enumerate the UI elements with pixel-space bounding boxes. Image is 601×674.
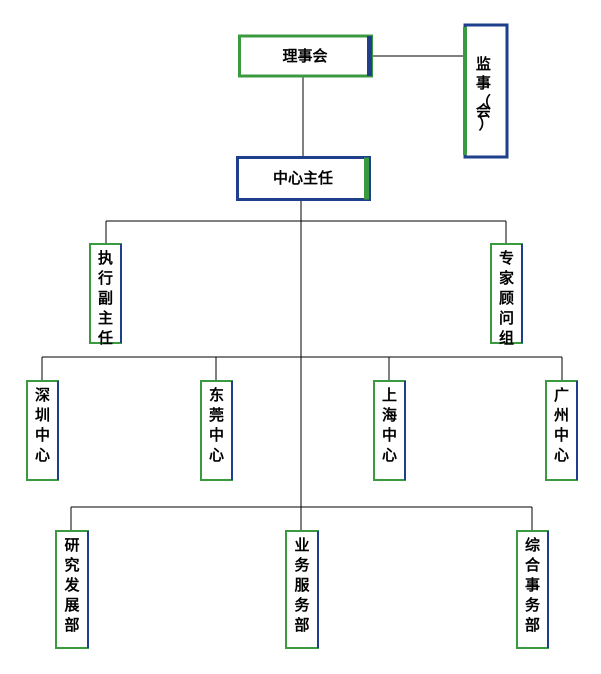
general-affairs-dept-char-2: 合 xyxy=(524,556,541,574)
supervisors-char-1: 监 xyxy=(476,55,491,73)
guangzhou-center-char-4: 心 xyxy=(554,446,569,464)
shanghai-center-char-1: 上 xyxy=(382,386,397,404)
rnd-dept-char-4: 展 xyxy=(64,596,79,614)
director-label: 中心主任 xyxy=(273,169,333,187)
connectors xyxy=(41,55,563,531)
shanghai-center-char-2: 海 xyxy=(382,406,397,424)
board-label: 理事会 xyxy=(282,47,327,65)
general-affairs-dept-char-3: 事 xyxy=(525,576,540,594)
business-dept-char-3: 服 xyxy=(294,576,310,594)
guangzhou-center-char-1: 广 xyxy=(554,386,569,404)
guangzhou-center-char-3: 中 xyxy=(554,426,569,444)
business-dept-char-2: 务 xyxy=(294,556,310,574)
supervisors-char-2: 事 xyxy=(476,74,491,92)
rnd-dept-char-1: 研 xyxy=(64,536,79,554)
rnd-dept-char-3: 发 xyxy=(63,576,80,594)
exec-deputy-char-5: 任 xyxy=(97,329,113,347)
shenzhen-center-char-3: 中 xyxy=(35,426,50,444)
business-dept-char-4: 务 xyxy=(294,596,310,614)
guangzhou-center-char-2: 州 xyxy=(553,406,569,424)
general-affairs-dept-char-1: 综 xyxy=(525,536,540,554)
dongguan-center-char-2: 莞 xyxy=(209,406,224,424)
shenzhen-center-char-4: 心 xyxy=(35,446,50,464)
supervisors-char-5: ） xyxy=(478,115,493,133)
rnd-dept-char-5: 部 xyxy=(64,616,79,634)
shanghai-center-char-3: 中 xyxy=(382,426,397,444)
shenzhen-center-char-2: 圳 xyxy=(35,406,50,424)
dongguan-center-char-1: 东 xyxy=(209,386,224,404)
dongguan-center-char-4: 心 xyxy=(209,446,224,464)
expert-group-char-4: 问 xyxy=(499,309,514,327)
business-dept-char-5: 部 xyxy=(294,616,309,634)
rnd-dept-char-2: 究 xyxy=(64,556,79,574)
expert-group-char-3: 顾 xyxy=(499,289,514,307)
board-node: 理事会 xyxy=(238,34,373,78)
expert-group-char-1: 专 xyxy=(499,249,514,267)
director-node: 中心主任 xyxy=(236,156,371,201)
supervisors-char-4: 会 xyxy=(476,102,491,120)
exec-deputy-char-4: 主 xyxy=(98,309,113,327)
exec-deputy-char-1: 执 xyxy=(98,249,113,267)
supervisors-node: 监 事 （ 会 ） xyxy=(463,23,509,159)
expert-group-char-2: 家 xyxy=(499,269,514,287)
svg-text:监 事 （ 会: 监 事 （ 会 ） xyxy=(476,55,496,133)
general-affairs-dept-char-5: 部 xyxy=(525,616,540,634)
vertical-nodes: 执行副主任专家顾问组深圳中心东莞中心上海中心广州中心研究发展部业务服务部综合事务… xyxy=(26,243,578,649)
shanghai-center-char-4: 心 xyxy=(382,446,397,464)
shenzhen-center-char-1: 深 xyxy=(35,386,50,404)
expert-group-char-5: 组 xyxy=(499,329,514,347)
supervisors-char-3: （ xyxy=(476,93,491,111)
dongguan-center-char-3: 中 xyxy=(209,426,224,444)
general-affairs-dept-char-4: 务 xyxy=(525,596,541,614)
business-dept-char-1: 业 xyxy=(294,536,309,554)
exec-deputy-char-3: 副 xyxy=(98,289,113,307)
exec-deputy-char-2: 行 xyxy=(97,269,113,287)
